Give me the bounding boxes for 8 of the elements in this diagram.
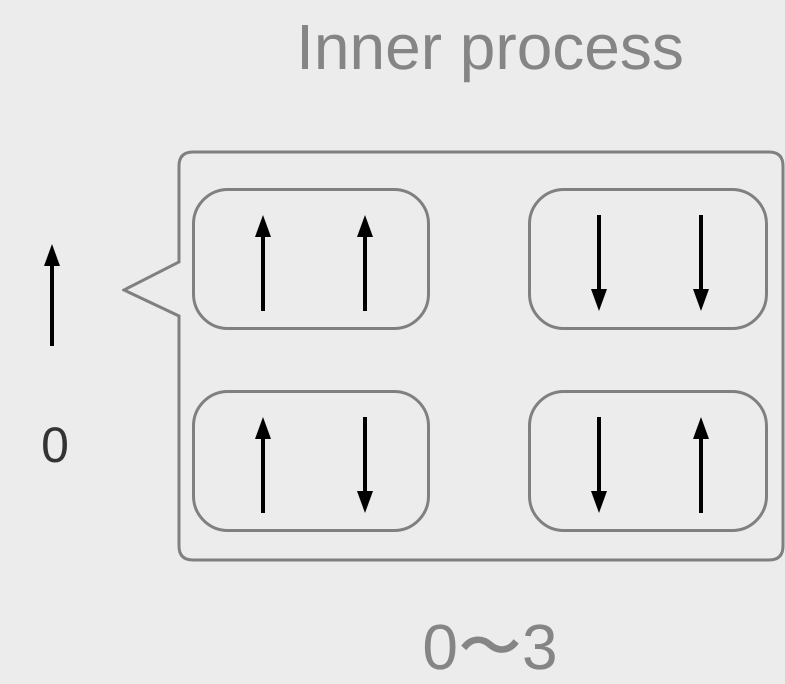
rounded-box — [192, 188, 430, 330]
title: Inner process — [295, 12, 685, 82]
rounded-box — [192, 390, 430, 532]
rounded-box — [528, 188, 768, 330]
label: 0 — [40, 418, 70, 473]
label: 0〜3 — [421, 612, 559, 682]
rounded-box — [528, 390, 768, 532]
callout-box — [122, 150, 785, 562]
